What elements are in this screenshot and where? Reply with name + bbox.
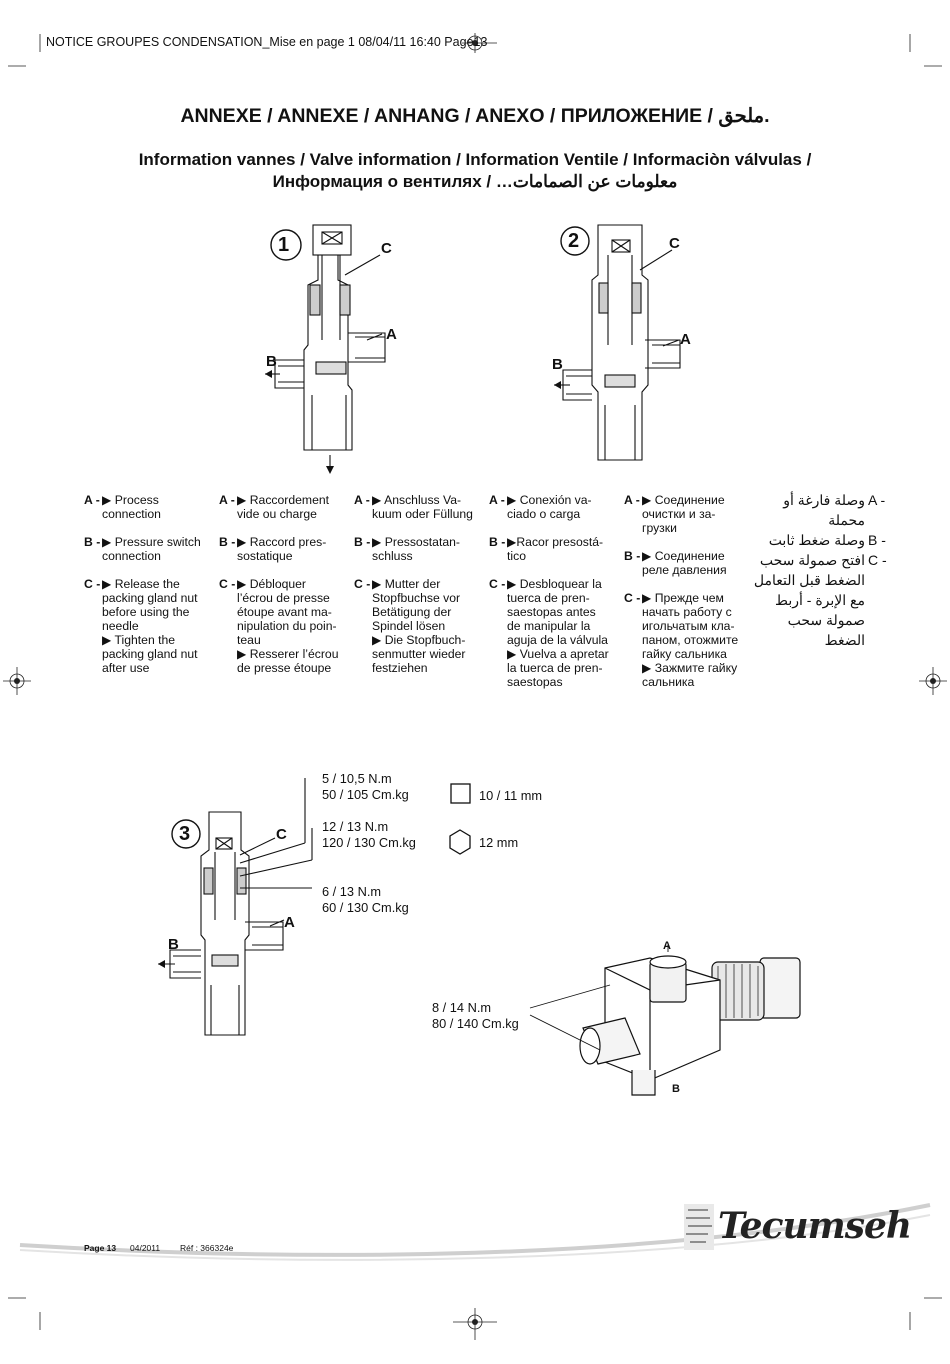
subtitle-line-1: Information vannes / Valve information /… xyxy=(138,150,812,169)
legend-item: A -▶ Conexión va- ciado o carga xyxy=(489,493,592,521)
legend-item: C -▶ Débloquer l’écrou de presse étoupe … xyxy=(219,577,339,675)
figure-number: 1 xyxy=(278,234,290,256)
legend-column-ru: A -▶ Соединение очистки и за- грузки B -… xyxy=(624,493,744,703)
figure-number: 3 xyxy=(179,823,191,845)
subtitle-line-2: Информация о вентилях / …معلومات عن الصم… xyxy=(272,172,678,191)
hex-nut-icon xyxy=(449,829,471,855)
legend-item: A -▶ Anschluss Va- kuum oder Füllung xyxy=(354,493,473,521)
label-b: B xyxy=(552,356,563,373)
figure-number: 2 xyxy=(568,230,580,252)
label-b: B xyxy=(266,353,277,370)
label-a: A xyxy=(386,326,397,343)
footer-date: 04/2011 xyxy=(130,1243,161,1253)
legend-item: A -▶ Соединение очистки и за- грузки xyxy=(624,493,725,535)
legend-item: B -▶ Соединение реле давления xyxy=(624,549,727,577)
square-nut-icon xyxy=(450,783,471,804)
wrench-size-square: 10 / 11 mm xyxy=(479,788,543,803)
label-a: A xyxy=(680,331,691,348)
label-a: A xyxy=(284,914,295,931)
label-b: B xyxy=(672,1083,680,1095)
brand-logo-text: Tecumseh xyxy=(718,1205,912,1247)
legend-item: B -▶ Raccord pres- sostatique xyxy=(219,535,327,563)
label-c: C xyxy=(276,826,287,843)
label-c: C xyxy=(669,235,680,252)
legend-column-en: A -▶ Process connection B -▶ Pressure sw… xyxy=(84,493,209,689)
wrench-size-hex: 12 mm xyxy=(479,835,519,850)
legend-item: C -▶ Mutter der Stopfbuchse vor Betätigu… xyxy=(354,577,466,675)
legend-column-es: A -▶ Conexión va- ciado o carga B -▶Raco… xyxy=(489,493,615,703)
label-c: C xyxy=(381,240,392,257)
legend-item: B -▶Racor presostá- tico xyxy=(489,535,604,563)
legend-item: B -▶ Pressure switch connection xyxy=(84,535,201,563)
footer-ref: Réf : 366324e xyxy=(180,1243,234,1253)
legend-item: C -▶ Прежде чем начать работу с игольчат… xyxy=(624,591,739,689)
legend-item: C -▶ Release the packing gland nut befor… xyxy=(84,577,198,675)
tecumseh-logo-icon xyxy=(684,1204,714,1250)
legend-item: A -▶ Raccordement vide ou charge xyxy=(219,493,330,521)
legend-column-fr: A -▶ Raccordement vide ou charge B -▶ Ra… xyxy=(219,493,345,689)
footer-page: Page 13 xyxy=(84,1243,117,1253)
label-b: B xyxy=(168,936,179,953)
print-slug: NOTICE GROUPES CONDENSATION_Mise en page… xyxy=(46,35,488,49)
legend-item: B -▶ Pressostatan- schluss xyxy=(354,535,460,563)
legend-item: C -▶ Desbloquear la tuerca de pren- saes… xyxy=(489,577,609,689)
legend-item: A -▶ Process connection xyxy=(84,493,161,521)
page-title: ANNEXE / ANNEXE / ANHANG / ANEXO / ПРИЛО… xyxy=(180,105,770,127)
legend-item: افتح صمولة سحب الضغط قبل التعامل مع الإب… xyxy=(753,552,887,648)
label-a: A xyxy=(663,940,671,952)
legend-column-de: A -▶ Anschluss Va- kuum oder Füllung B -… xyxy=(354,493,480,689)
